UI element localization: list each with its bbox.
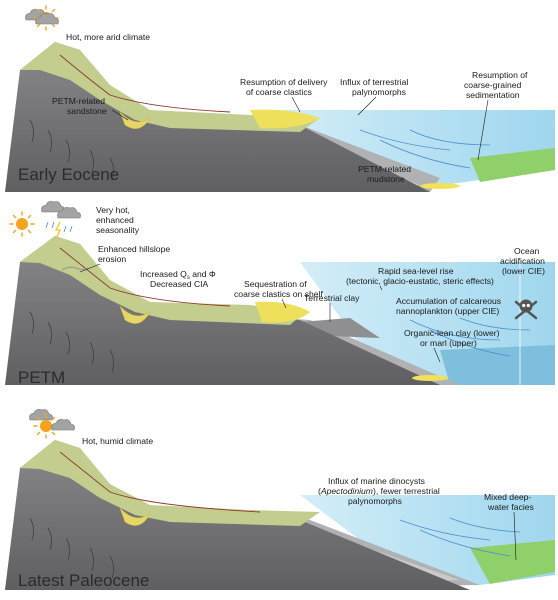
- label-nannoplankton-2: nannoplankton (upper CIE): [396, 306, 499, 316]
- label-organic-lean-1: Organic-lean clay (lower): [404, 328, 500, 338]
- label-ocean-acid-1: Ocean: [514, 246, 540, 256]
- sun-storm-icon: [9, 201, 81, 238]
- mountain: [5, 236, 440, 385]
- label-hillslope-1: Enhanced hillslope: [98, 244, 170, 254]
- vegetation: [20, 236, 305, 325]
- sandstone-lens: [119, 305, 151, 324]
- shelf-clastics: [255, 301, 310, 323]
- label-resumption-coarse-1: Resumption of: [472, 70, 528, 80]
- deep-green-fan: [470, 540, 555, 584]
- label-sandstone-2: sandstone: [67, 106, 107, 116]
- label-influx-terrestrial-1: Influx of terrestrial: [340, 77, 408, 87]
- channels: [399, 517, 521, 557]
- label-sequestration-2: coarse clastics on shelf: [234, 289, 323, 299]
- panel-title: PETM: [18, 368, 65, 387]
- label-dinocysts-1: Influx of marine dinocysts: [328, 476, 425, 486]
- climate-label-1: Very hot,: [96, 205, 130, 215]
- panel-title: Early Eocene: [18, 165, 119, 184]
- label-dinocysts-3: palynomorphs: [348, 496, 402, 506]
- climate-label-3: seasonality: [96, 225, 140, 235]
- label-mixed-deep-2: water facies: [487, 502, 534, 512]
- river: [59, 451, 261, 513]
- label-sea-level-1: Rapid sea-level rise: [378, 266, 454, 276]
- sandstone-lens: [119, 507, 151, 526]
- label-sequestration-1: Sequestration of: [244, 279, 307, 289]
- panel-petm: Very hot, enhanced seasonality: [5, 201, 555, 387]
- label-resumption-coarse-3: sedimentation: [466, 90, 520, 100]
- label-mudstone-1: PETM-related: [358, 164, 411, 174]
- climate-label-2: enhanced: [96, 215, 134, 225]
- channels: [359, 129, 491, 169]
- panel-latest-paleocene: Hot, humid climate Latest Paleocene Infl…: [5, 409, 555, 590]
- sand-lens: [412, 375, 448, 381]
- mixed-climate-icon: [25, 5, 59, 31]
- lightning-icon: [55, 221, 61, 238]
- label-dinocysts-2: (Apectodinium), fewer terrestrial: [318, 486, 440, 496]
- label-increased-q: Increased Qs and Φ: [140, 269, 216, 281]
- mountain: [5, 440, 470, 590]
- channels: [409, 317, 531, 357]
- coarse-clastics-delta: [250, 109, 320, 129]
- sandstone-lens: [119, 111, 151, 129]
- label-ocean-acid-2: acidification: [500, 256, 545, 266]
- river: [59, 54, 231, 113]
- rain-icon: [45, 221, 73, 233]
- panel-title: Latest Paleocene: [18, 571, 149, 590]
- hillslope-debris: [61, 266, 89, 271]
- label-nannoplankton-1: Accumulation of calcareous: [396, 296, 501, 306]
- panel-early-eocene: Hot, more arid climate Early Eocene PETM…: [5, 5, 555, 192]
- deep-ocean: [440, 345, 555, 385]
- label-terrestrial-clay: Terrestrial clay: [304, 293, 360, 303]
- label-resumption-clastics-1: Resumption of delivery: [240, 77, 328, 87]
- sun-cloud-icon: [29, 409, 75, 439]
- label-organic-lean-2: or marl (upper): [420, 338, 477, 348]
- label-mixed-deep-1: Mixed deep-: [484, 492, 531, 502]
- deep-green-fan: [470, 148, 555, 182]
- river: [59, 247, 231, 307]
- mountain: [5, 42, 430, 192]
- climate-label-1: Hot, humid climate: [82, 436, 153, 446]
- vegetation: [20, 440, 320, 526]
- label-ocean-acid-3: (lower CIE): [502, 266, 545, 276]
- label-resumption-coarse-2: coarse-grained: [464, 80, 522, 90]
- label-decreased-cia: Decreased CIA: [150, 279, 209, 289]
- label-sandstone-1: PETM-related: [52, 96, 105, 106]
- terrestrial-clay-wedge: [300, 318, 380, 338]
- skull-icon: [514, 299, 538, 320]
- label-influx-terrestrial-2: palynomorphs: [352, 87, 406, 97]
- label-mudstone-2: mudstone: [367, 174, 405, 184]
- label-sea-level-2: (tectonic, glacio-eustatic, steric effec…: [346, 276, 494, 286]
- label-resumption-clastics-2: of coarse clastics: [246, 87, 312, 97]
- label-hillslope-2: erosion: [98, 254, 126, 264]
- mudstone-lens: [420, 183, 460, 189]
- climate-label-1: Hot, more arid climate: [66, 32, 150, 42]
